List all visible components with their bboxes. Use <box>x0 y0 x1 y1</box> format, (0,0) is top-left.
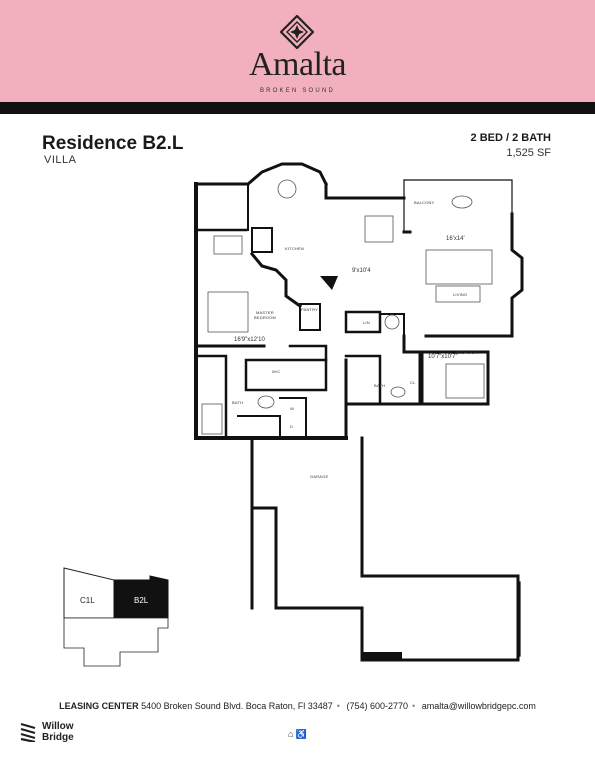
room-washer: W <box>290 406 294 411</box>
room-garage: GARAGE <box>310 474 328 479</box>
square-footage: 1,525 SF <box>506 147 551 159</box>
brand-subtitle: BROKEN SOUND <box>259 88 336 94</box>
room-bedroom: BEDROOM <box>456 350 478 355</box>
room-closet: CL <box>410 380 416 385</box>
living-dimension: 16'x14' <box>446 236 465 242</box>
bedroom-dimension: 10'7"x10'7" <box>428 354 458 360</box>
bed-bath-count: 2 BED / 2 BATH <box>470 132 551 144</box>
leasing-email[interactable]: amalta@willowbridgepc.com <box>421 701 536 711</box>
willow-bridge-wordmark: Willow Bridge <box>42 721 74 743</box>
room-labels: BALCONY KITCHEN 9'x10'4 16'x14' LIVING P… <box>232 200 478 479</box>
plan-furniture <box>201 179 493 435</box>
plan-walls <box>194 162 524 662</box>
brand-name: Amalta <box>248 46 347 83</box>
equal-housing-icon: ⌂ ♿ <box>288 729 308 739</box>
room-bath-2: BATH <box>374 383 385 388</box>
footer-separator: • <box>412 701 416 711</box>
room-pantry: PANTRY <box>301 307 318 312</box>
willow-bridge-logo-icon <box>20 722 36 742</box>
room-living: LIVING <box>453 292 467 297</box>
room-wic: W/C <box>272 369 280 374</box>
leasing-address: 5400 Broken Sound Blvd. Boca Raton, Fl 3… <box>141 701 333 711</box>
master-dimension: 16'9"x12'10 <box>234 337 265 343</box>
diamond-logo-icon <box>280 15 314 49</box>
footer-separator: • <box>336 701 340 711</box>
key-plan: C1L B2L <box>63 567 169 667</box>
room-balcony: BALCONY <box>414 200 435 205</box>
room-kitchen: KITCHEN <box>285 246 304 251</box>
room-master-line2: BEDROOM <box>254 315 276 320</box>
keyplan-unit-c1l: C1L <box>80 596 95 605</box>
room-dryer: D <box>290 424 293 429</box>
leasing-center-label: LEASING CENTER <box>59 701 139 711</box>
keyplan-unit-b2l: B2L <box>134 596 149 605</box>
residence-type: VILLA <box>44 154 77 166</box>
room-lin: LIN <box>363 320 370 325</box>
room-master-line1: MASTER <box>256 310 274 315</box>
dining-dimension: 9'x10'4 <box>352 268 371 274</box>
company-line-2: Bridge <box>42 732 74 743</box>
company-line-1: Willow <box>42 721 74 732</box>
footer-contact: LEASING CENTER 5400 Broken Sound Blvd. B… <box>0 701 595 711</box>
room-bath-1: BATH <box>232 400 243 405</box>
residence-title: Residence B2.L <box>42 133 184 154</box>
leasing-phone[interactable]: (754) 600-2770 <box>346 701 409 711</box>
header-divider-bar <box>0 102 595 114</box>
